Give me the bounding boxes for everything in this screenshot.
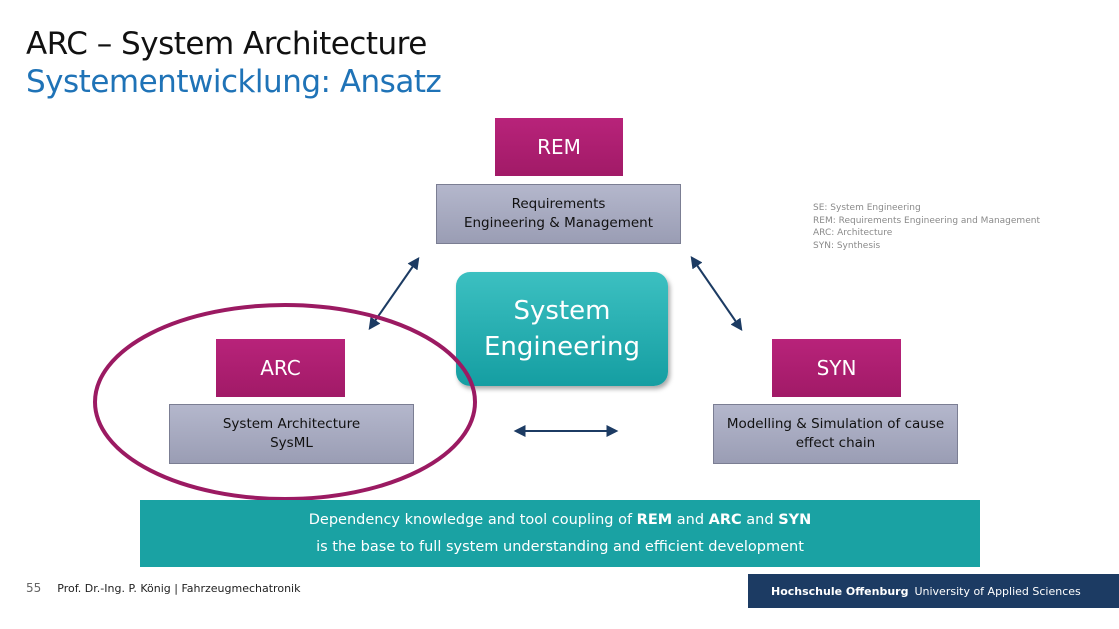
summary-banner: Dependency knowledge and tool coupling o… <box>140 500 980 567</box>
slide-subtitle: Systementwicklung: Ansatz <box>26 64 442 100</box>
rem-description: Requirements Engineering & Management <box>436 184 681 244</box>
rem-desc-line1: Requirements <box>511 196 606 212</box>
page-number: 55 <box>26 581 42 595</box>
arc-desc-line1: System Architecture <box>222 416 361 432</box>
banner-line1: Dependency knowledge and tool coupling o… <box>309 507 812 534</box>
banner-and-2: and <box>741 511 779 528</box>
legend-line-rem: REM: Requirements Engineering and Manage… <box>813 215 1040 226</box>
banner-and-1: and <box>672 511 709 528</box>
footer-institution-bar: Hochschule Offenburg University of Applie… <box>748 574 1119 608</box>
center-line2: Engineering <box>484 332 640 362</box>
banner-arc: ARC <box>708 511 742 528</box>
rem-desc-line2: Engineering & Management <box>463 215 654 231</box>
banner-line2: is the base to full system understanding… <box>316 538 804 555</box>
institution-name: Hochschule Offenburg <box>771 584 909 598</box>
legend-line-se: SE: System Engineering <box>813 203 921 213</box>
syn-desc-line1: Modelling & Simulation of cause <box>726 416 945 432</box>
syn-box: SYN <box>772 339 901 397</box>
slide-title: ARC – System Architecture <box>26 26 427 62</box>
rem-box: REM <box>495 118 623 176</box>
institution-subtitle: University of Applied Sciences <box>914 584 1081 598</box>
arc-box: ARC <box>216 339 345 397</box>
arc-description: System Architecture SysML <box>169 404 414 464</box>
system-engineering-box: System Engineering <box>456 272 668 386</box>
syn-desc-line2: effect chain <box>795 435 876 451</box>
arrow-rem-syn <box>690 256 743 331</box>
banner-syn: SYN <box>778 511 812 528</box>
legend-line-arc: ARC: Architecture <box>813 228 893 238</box>
banner-rem: REM <box>636 511 673 528</box>
arc-highlight-circle <box>93 303 477 501</box>
footer-author: Prof. Dr.-Ing. P. König | Fahrzeugmechat… <box>57 582 301 595</box>
legend-line-syn: SYN: Synthesis <box>813 240 881 251</box>
footer-left: 55 Prof. Dr.-Ing. P. König | Fahrzeugmech… <box>26 581 300 595</box>
center-line1: System <box>513 296 611 326</box>
arc-desc-line2: SysML <box>270 435 313 451</box>
abbreviation-legend: SE: System Engineering REM: Requirements… <box>813 202 1040 252</box>
syn-description: Modelling & Simulation of cause effect c… <box>713 404 958 464</box>
banner-text-pre: Dependency knowledge and tool coupling o… <box>308 511 637 528</box>
